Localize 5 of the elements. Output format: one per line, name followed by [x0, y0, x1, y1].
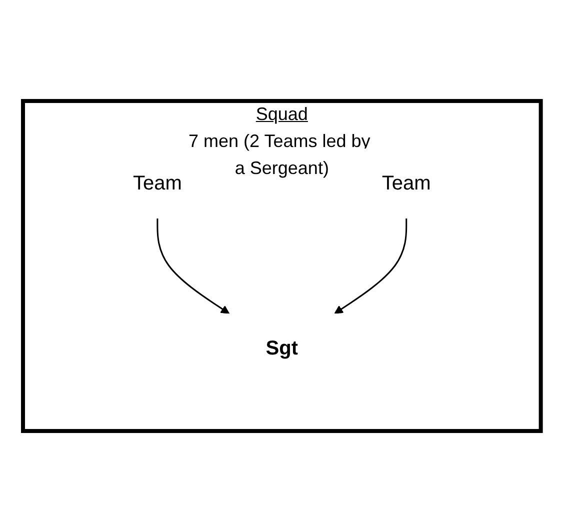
node-text: Team [132, 172, 182, 194]
arrow [334, 218, 407, 314]
node-text: Team [382, 172, 430, 194]
arrow [156, 218, 230, 314]
node-text: Sgt [265, 337, 298, 359]
